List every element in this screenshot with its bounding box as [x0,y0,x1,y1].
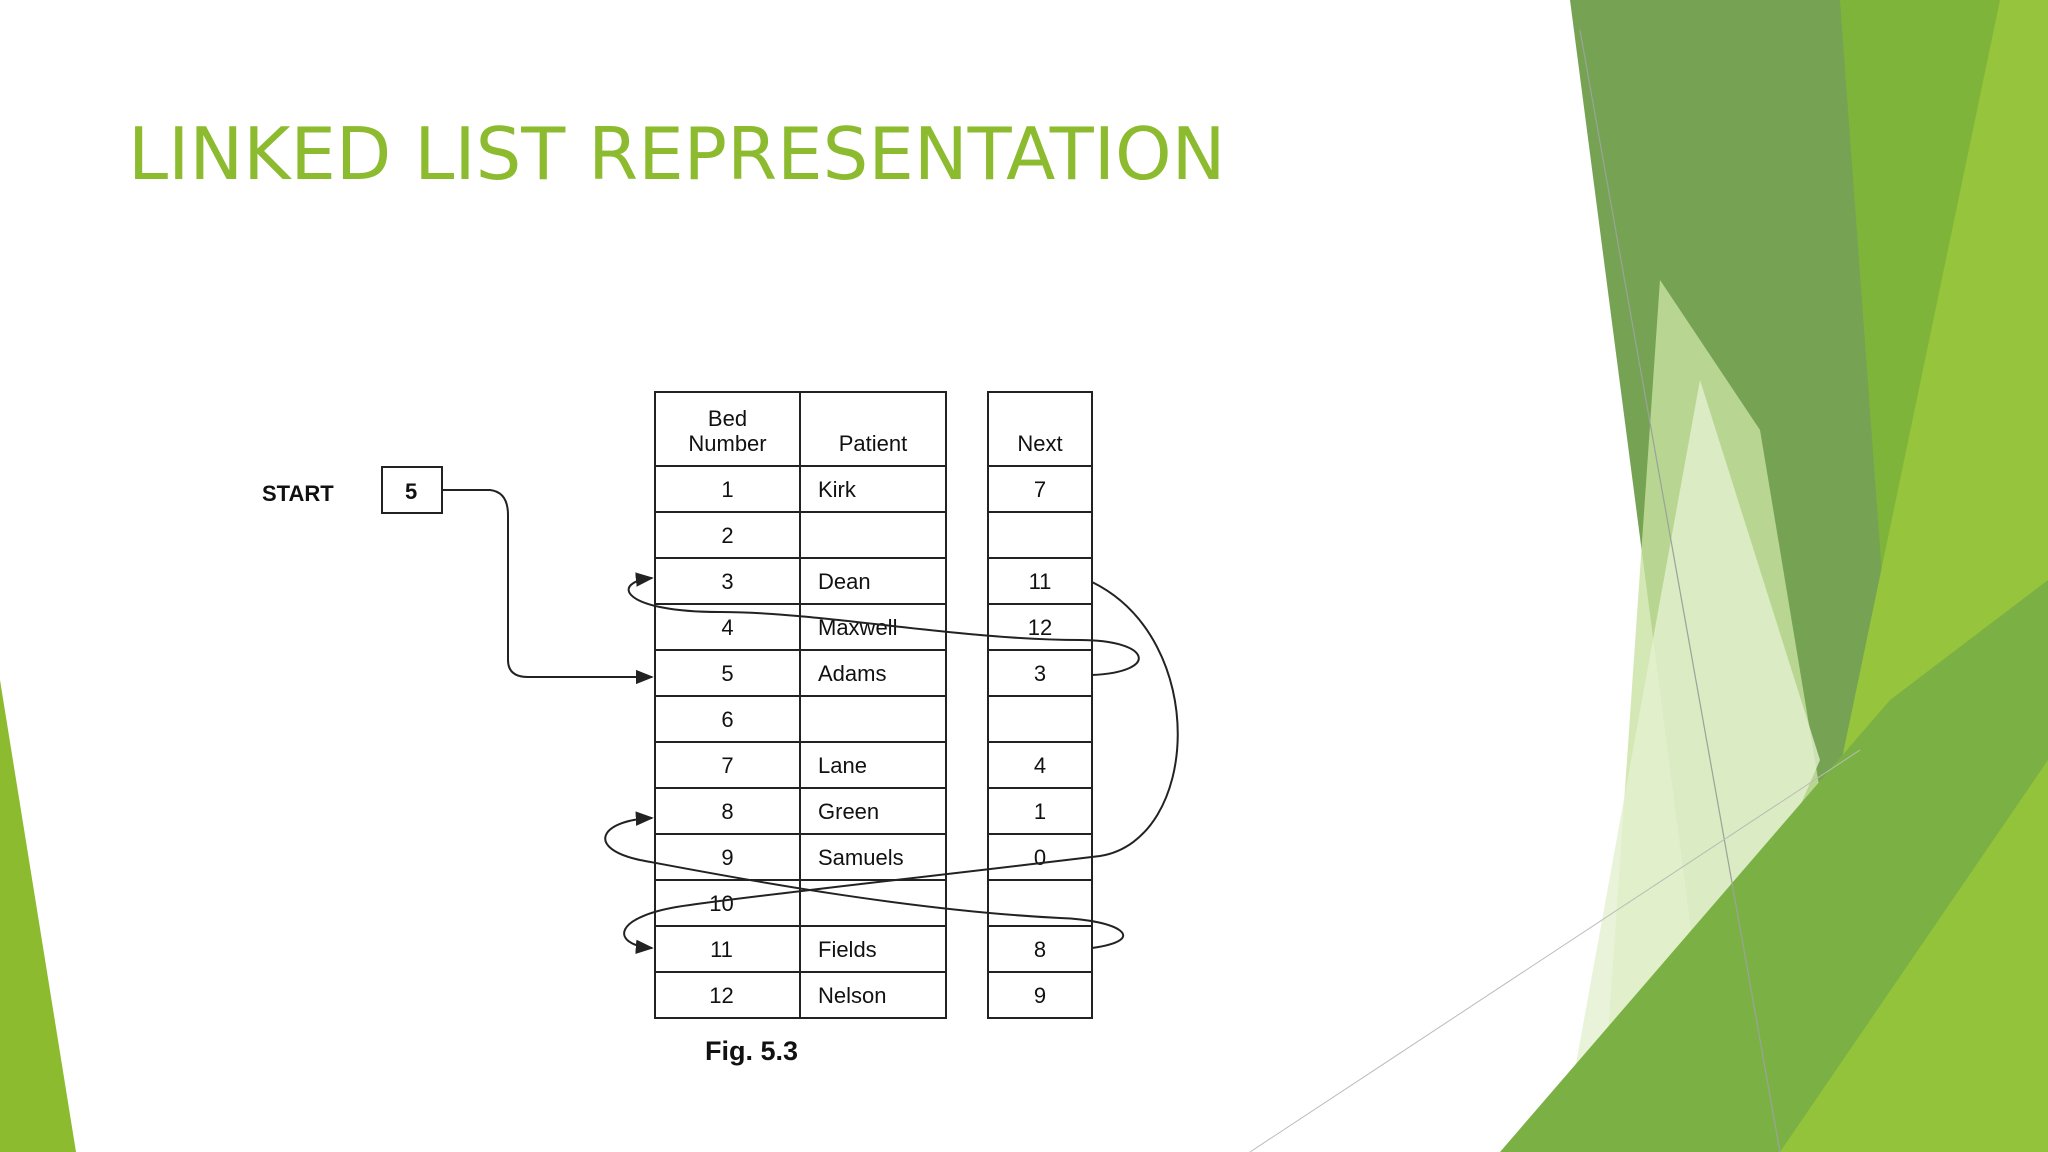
bed-number-cell: 2 [721,523,733,548]
header-patient: Patient [839,431,908,456]
next-cell: 1 [1034,799,1046,824]
header-bed-line2: Number [688,431,766,456]
bottom-bright-triangle [1780,760,2048,1152]
start-arrow [442,489,654,685]
bed-number-cell: 8 [721,799,733,824]
bed-number-cell: 3 [721,569,733,594]
next-cell: 8 [1034,937,1046,962]
figure-caption: Fig. 5.3 [705,1036,798,1066]
next-cell: 4 [1034,753,1046,778]
bed-number-cell: 7 [721,753,733,778]
thin-diagonal-line [1579,29,1781,1152]
patient-cell: Adams [818,661,886,686]
next-cell: 7 [1034,477,1046,502]
start-pointer-box [381,466,443,514]
patient-cell: Green [818,799,879,824]
header-bed-line1: Bed [708,406,747,431]
patient-cell: Fields [818,937,877,962]
bed-number-cell: 10 [709,891,733,916]
patient-cell: Lane [818,753,867,778]
right-pale-wedge [1560,380,1820,1152]
bed-number-cell: 9 [721,845,733,870]
bed-number-cell: 12 [709,983,733,1008]
patient-cell: Kirk [818,477,857,502]
patient-cell: Nelson [818,983,886,1008]
thin-diagonal-line-2 [1249,749,1861,1152]
next-pointer-table: Next 7 11 12 3 4 1 0 8 9 [987,391,1093,1019]
link-dean-to-fields [623,581,1179,955]
next-cell: 12 [1028,615,1052,640]
next-cell: 0 [1034,845,1046,870]
next-cell: 3 [1034,661,1046,686]
patient-cell: Dean [818,569,871,594]
slide-title: LINKED LIST REPRESENTATION [128,112,1226,196]
bed-number-cell: 5 [721,661,733,686]
link-adams-to-dean [627,572,1140,676]
next-cell: 11 [1029,569,1052,594]
header-next: Next [1017,431,1062,456]
start-value: 5 [405,479,417,504]
next-cell: 9 [1034,983,1046,1008]
bed-number-cell: 4 [721,615,733,640]
bed-number-cell: 6 [721,707,733,732]
patient-cell: Samuels [818,845,904,870]
bed-number-cell: 11 [710,937,733,962]
start-label: START [262,481,334,506]
left-green-sliver [0,680,76,1152]
link-fields-to-green [604,811,1125,949]
bed-number-cell: 1 [721,477,733,502]
